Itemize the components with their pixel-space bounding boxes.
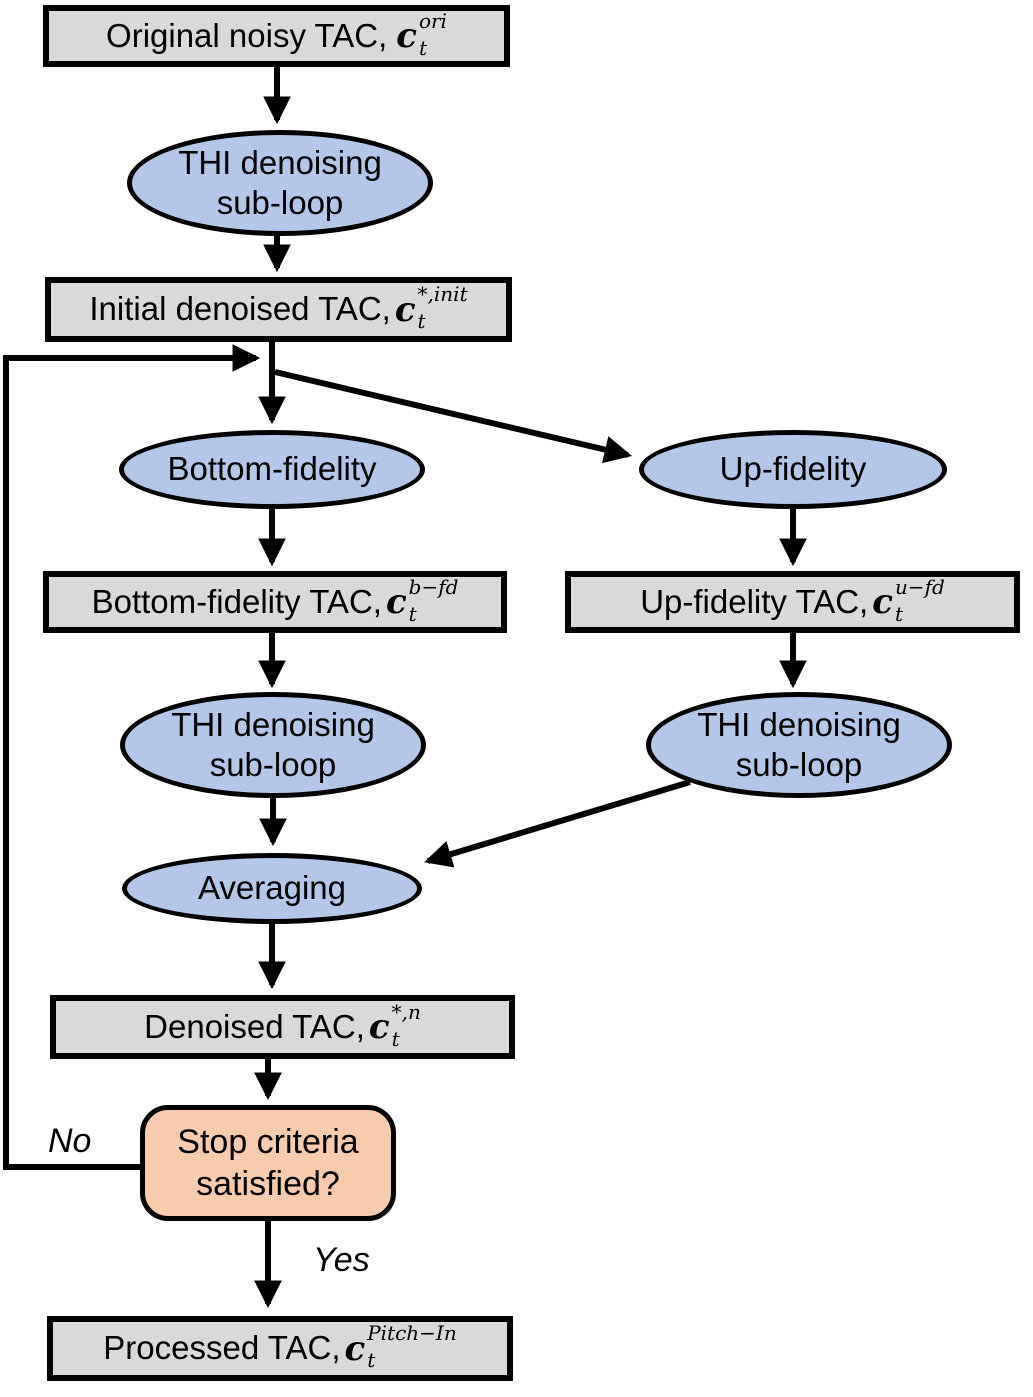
- decision-line2: satisfied?: [196, 1165, 340, 1203]
- node-original-noisy-tac: Original noisy TAC, c ori t: [43, 5, 510, 67]
- decision-line1: Stop criteria: [177, 1122, 359, 1161]
- math-scripts: u−fd t: [895, 577, 945, 624]
- math-scripts: ori t: [419, 11, 447, 58]
- math-symbol: c b−fd t: [385, 577, 459, 626]
- edge-label-yes: Yes: [313, 1241, 370, 1279]
- ellipse-line2: sub-loop: [209, 746, 337, 783]
- ellipse-label: Up-fidelity: [719, 450, 867, 488]
- ellipse-line1: THI denoising: [178, 143, 382, 181]
- math-sub: t: [418, 35, 427, 60]
- math-symbol: c u−fd t: [872, 577, 945, 626]
- math-base: c: [872, 582, 893, 622]
- node-label: Initial denoised TAC,: [89, 290, 391, 328]
- math-sup: Pitch−In: [367, 1321, 457, 1345]
- math-sub: t: [417, 309, 426, 333]
- math-base: c: [344, 1328, 366, 1369]
- node-thi-denoising-subloop-3: THI denoising sub-loop: [646, 692, 952, 798]
- node-thi-denoising-subloop-2: THI denoising sub-loop: [120, 692, 426, 798]
- math-symbol: c Pitch−In t: [344, 1323, 457, 1372]
- math-symbol: c *,n t: [368, 1002, 421, 1051]
- node-label: Processed TAC,: [103, 1329, 341, 1367]
- edge-label-no: No: [48, 1122, 92, 1160]
- node-up-fidelity-tac: Up-fidelity TAC, c u−fd t: [565, 571, 1020, 633]
- math-sup: b−fd: [408, 574, 459, 599]
- math-base: c: [368, 1007, 390, 1047]
- math-sub: t: [894, 601, 903, 626]
- node-up-fidelity: Up-fidelity: [639, 430, 947, 509]
- math-sup: *,init: [417, 282, 468, 306]
- node-bottom-fidelity-tac: Bottom-fidelity TAC, c b−fd t: [43, 571, 507, 633]
- ellipse-line1: THI denoising: [697, 705, 901, 743]
- edge-thi3-to-averaging: [424, 779, 691, 868]
- math-sub: t: [367, 1348, 376, 1372]
- node-processed-tac: Processed TAC, c Pitch−In t: [47, 1316, 513, 1381]
- ellipse-line2: sub-loop: [735, 746, 863, 783]
- math-sub: t: [391, 1026, 400, 1051]
- node-label: Denoised TAC,: [144, 1007, 365, 1045]
- ellipse-line2: sub-loop: [216, 184, 344, 221]
- node-averaging: Averaging: [122, 853, 422, 924]
- edge-feedback-no-loop: [3, 344, 261, 1170]
- math-symbol: c ori t: [396, 11, 447, 60]
- math-scripts: Pitch−In t: [367, 1323, 457, 1370]
- ellipse-label: Averaging: [197, 869, 346, 907]
- math-sup: u−fd: [894, 574, 945, 599]
- math-scripts: *,init t: [418, 284, 468, 331]
- node-initial-denoised-tac: Initial denoised TAC, c *,init t: [45, 277, 512, 342]
- ellipse-line1: THI denoising: [171, 705, 375, 743]
- math-base: c: [385, 582, 407, 622]
- ellipse-label: Bottom-fidelity: [167, 450, 377, 488]
- node-thi-denoising-subloop-1: THI denoising sub-loop: [127, 130, 433, 236]
- math-sub: t: [408, 601, 417, 626]
- node-denoised-tac: Denoised TAC, c *,n t: [50, 995, 515, 1059]
- math-symbol: c *,init t: [394, 284, 468, 333]
- edge-junction-to-up-fidelity: [274, 369, 633, 464]
- node-bottom-fidelity: Bottom-fidelity: [119, 430, 425, 509]
- math-scripts: *,n t: [392, 1002, 421, 1049]
- node-label: Bottom-fidelity TAC,: [91, 582, 382, 620]
- math-base: c: [394, 289, 416, 330]
- node-label: Original noisy TAC,: [106, 16, 388, 54]
- math-scripts: b−fd t: [409, 577, 459, 624]
- node-stop-criteria-decision: Stop criteria satisfied?: [140, 1105, 396, 1221]
- math-base: c: [396, 16, 417, 56]
- math-sup: ori: [418, 8, 447, 33]
- node-label: Up-fidelity TAC,: [640, 582, 869, 620]
- math-sup: *,n: [391, 999, 421, 1024]
